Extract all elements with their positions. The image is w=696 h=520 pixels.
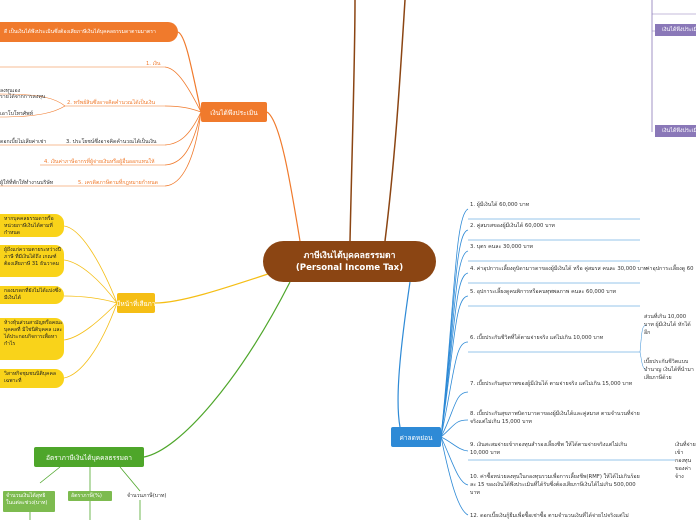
income-item-1[interactable]: 1. เงิน [146, 61, 161, 67]
tax-rate-header-amount[interactable]: จำนวนภาษี(บาท) [127, 493, 167, 499]
deduction-item-7[interactable]: 7. เบี้ยประกันสุขภาพของผู้มีเงินได้ ตามจ… [470, 381, 633, 387]
taxpayer-item-3[interactable]: กองมรดกที่ยังไม่ได้แบ่งซึ่งมีเงินได้ [0, 286, 64, 304]
deduction-item-4[interactable]: 4. ค่าอุปการะเลี้ยงดูบิดามารดาของผู้มีเง… [470, 266, 648, 272]
central-title-en: (Personal Income Tax) [295, 262, 404, 273]
deduction-item-4-sub[interactable]: ค่าอุปการะเลี้ยงดู 60 [646, 266, 694, 272]
income-item-2[interactable]: 2. ทรัพย์สินซึ่งอาจคิดคำนวณได้เป็นเงิน [67, 100, 156, 106]
income-sub-text-5: ผู้ให้ที่พักให้ทำงานบริษัท [0, 180, 54, 186]
income-item-5[interactable]: 5. เครดิตภาษีตามที่กฎหมายกำหนด [78, 180, 159, 186]
branch-deduction[interactable]: ค่าลดหย่อน [391, 427, 441, 447]
deduction-item-3[interactable]: 3. บุตร คนละ 30,000 บาท [470, 244, 534, 250]
deduction-item-10[interactable]: 10. ค่าซื้อหน่วยลงทุนในกองทุนรวมเพื่อการ… [470, 474, 640, 496]
central-topic[interactable]: ภาษีเงินได้บุคคลธรรมดา (Personal Income … [263, 241, 436, 282]
income-definition-bar[interactable]: ดี เป็นเงินได้พึงประเมินซึ่งต้องเสียภาษี… [0, 22, 178, 42]
deduction-item-6-sub-1[interactable]: ส่วนที่เกิน 10,000 บาท ผู้มีเงินได้ หักไ… [644, 314, 691, 336]
taxpayer-item-5[interactable]: วิสาหกิจชุมชนนิติบุคคล เฉพาะที่ [0, 369, 64, 388]
deduction-item-5[interactable]: 5. อุปการะเลี้ยงดูคนพิการหรือคนทุพพลภาพ … [470, 289, 617, 295]
purple-node-1[interactable]: เงินได้พึงประเมิน [655, 24, 696, 36]
branch-tax-rate[interactable]: อัตราภาษีเงินได้บุคคลธรรมดา [34, 447, 144, 467]
tax-rate-header-income[interactable]: จำนวนเงินได้สุทธิ ในแต่ละช่วง(บาท) [3, 491, 55, 512]
branch-income[interactable]: เงินได้พึงประเมิน [201, 102, 267, 122]
income-sub-text-2: รายได้จากการลงทุน [0, 94, 46, 100]
income-item-4[interactable]: 4. เงินค่าภาษีอากรที่ผู้จ่ายเงินหรือผู้อ… [44, 159, 155, 165]
income-item-3[interactable]: 3. ประโยชน์ซึ่งอาจคิดคำนวณได้เป็นเงิน [66, 139, 157, 145]
deduction-item-6-sub-2[interactable]: เบี้ยประกันชีวิตแบบบำนาญ เงินได้ที่นำมาเ… [644, 359, 694, 381]
income-sub-text-3: เอาโบโทรศัพท์ [0, 111, 34, 117]
income-sub-text-1: ลงทุนเอง [0, 88, 21, 94]
branch-taxpayer[interactable]: ผู้มีหน้าที่เสียภาษี [117, 293, 155, 313]
taxpayer-item-1[interactable]: หากบุคคลธรรมดาหรือหน่วยภาษีเงินได้ตามที่… [0, 214, 64, 237]
income-sub-text-4: ดอกเบี้ยไม่เสียค่าเช่า [0, 139, 47, 145]
purple-node-2[interactable]: เงินได้พึงประเมิน [655, 125, 696, 137]
deduction-item-8[interactable]: 8. เบี้ยประกันสุขภาพบิดามารดาของผู้มีเงิ… [470, 411, 640, 425]
deduction-item-12[interactable]: 12. ดอกเบี้ยเงินกู้ยืมเพื่อซื้อเช่าซื้อ … [470, 513, 629, 519]
deduction-item-2[interactable]: 2. คู่สมรสของผู้มีเงินได้ 60,000 บาท [470, 223, 555, 229]
deduction-item-9-sub[interactable]: เงินที่จ่ายเข้ากองทุน ของค่าจ้าง [675, 442, 696, 480]
central-title-th: ภาษีเงินได้บุคคลธรรมดา [303, 250, 396, 261]
deduction-item-6[interactable]: 6. เบี้ยประกันชีวิตที่ได้ตามจ่ายจริง แต่… [470, 335, 604, 341]
deduction-item-9[interactable]: 9. เงินสะสมจ่ายเข้ากองทุนสำรองเลี้ยงชีพ … [470, 442, 628, 456]
tax-rate-header-rate[interactable]: อัตราภาษี(%) [68, 491, 112, 501]
taxpayer-item-2[interactable]: ผู้ถึงแก่ความตายระหว่างปีภาษี ที่มีเงินไ… [0, 245, 64, 277]
deduction-item-1[interactable]: 1. ผู้มีเงินได้ 60,000 บาท [470, 202, 530, 208]
taxpayer-item-4[interactable]: ห้างหุ้นส่วนสามัญหรือคณะบุคคลที่ มิใช่นิ… [0, 318, 64, 360]
